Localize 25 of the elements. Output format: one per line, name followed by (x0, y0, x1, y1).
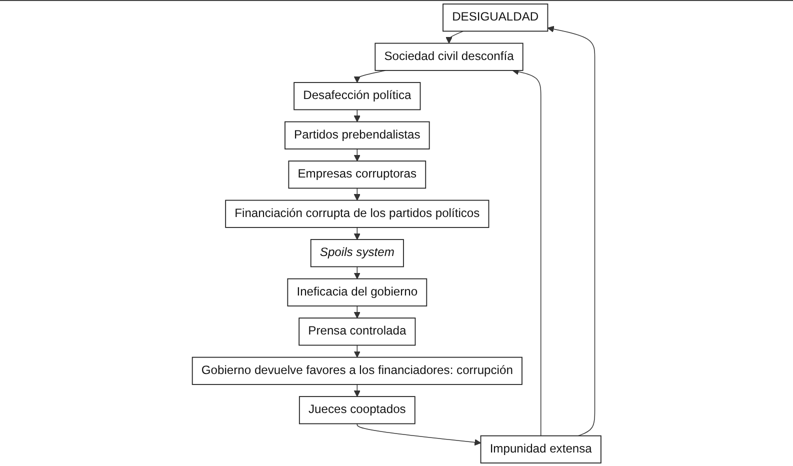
arrow (446, 30, 464, 44)
arrow (512, 68, 542, 436)
arrow (354, 344, 360, 358)
node-box: Empresas corruptoras (288, 160, 426, 189)
arrow (354, 306, 360, 318)
arrow (354, 227, 360, 240)
node-box: Partidos prebendalistas (284, 121, 430, 150)
node-box: Ineficacia del gobierno (287, 278, 427, 306)
node-box: Jueces cooptados (298, 396, 416, 424)
arrow (356, 423, 481, 446)
arrow (354, 70, 386, 83)
node-box: DESIGUALDAD (442, 4, 548, 32)
node-box: Prensa controlada (298, 318, 416, 346)
arrow (354, 384, 360, 397)
node-box: Sociedad civil desconfía (374, 42, 524, 71)
node-box: Desafección política (293, 82, 421, 110)
node-box: Gobierno devuelve favores a los financiadores: corrupción (192, 356, 522, 385)
arrow (354, 188, 360, 201)
node-box: Impunidad extensa (480, 435, 602, 464)
node-box: Spoils system (310, 239, 404, 268)
arrow (547, 26, 595, 436)
node-box: Financiación corrupta de los partidos políticos (224, 200, 490, 228)
arrow (354, 266, 360, 280)
arrow (354, 148, 360, 162)
arrow (354, 109, 360, 122)
